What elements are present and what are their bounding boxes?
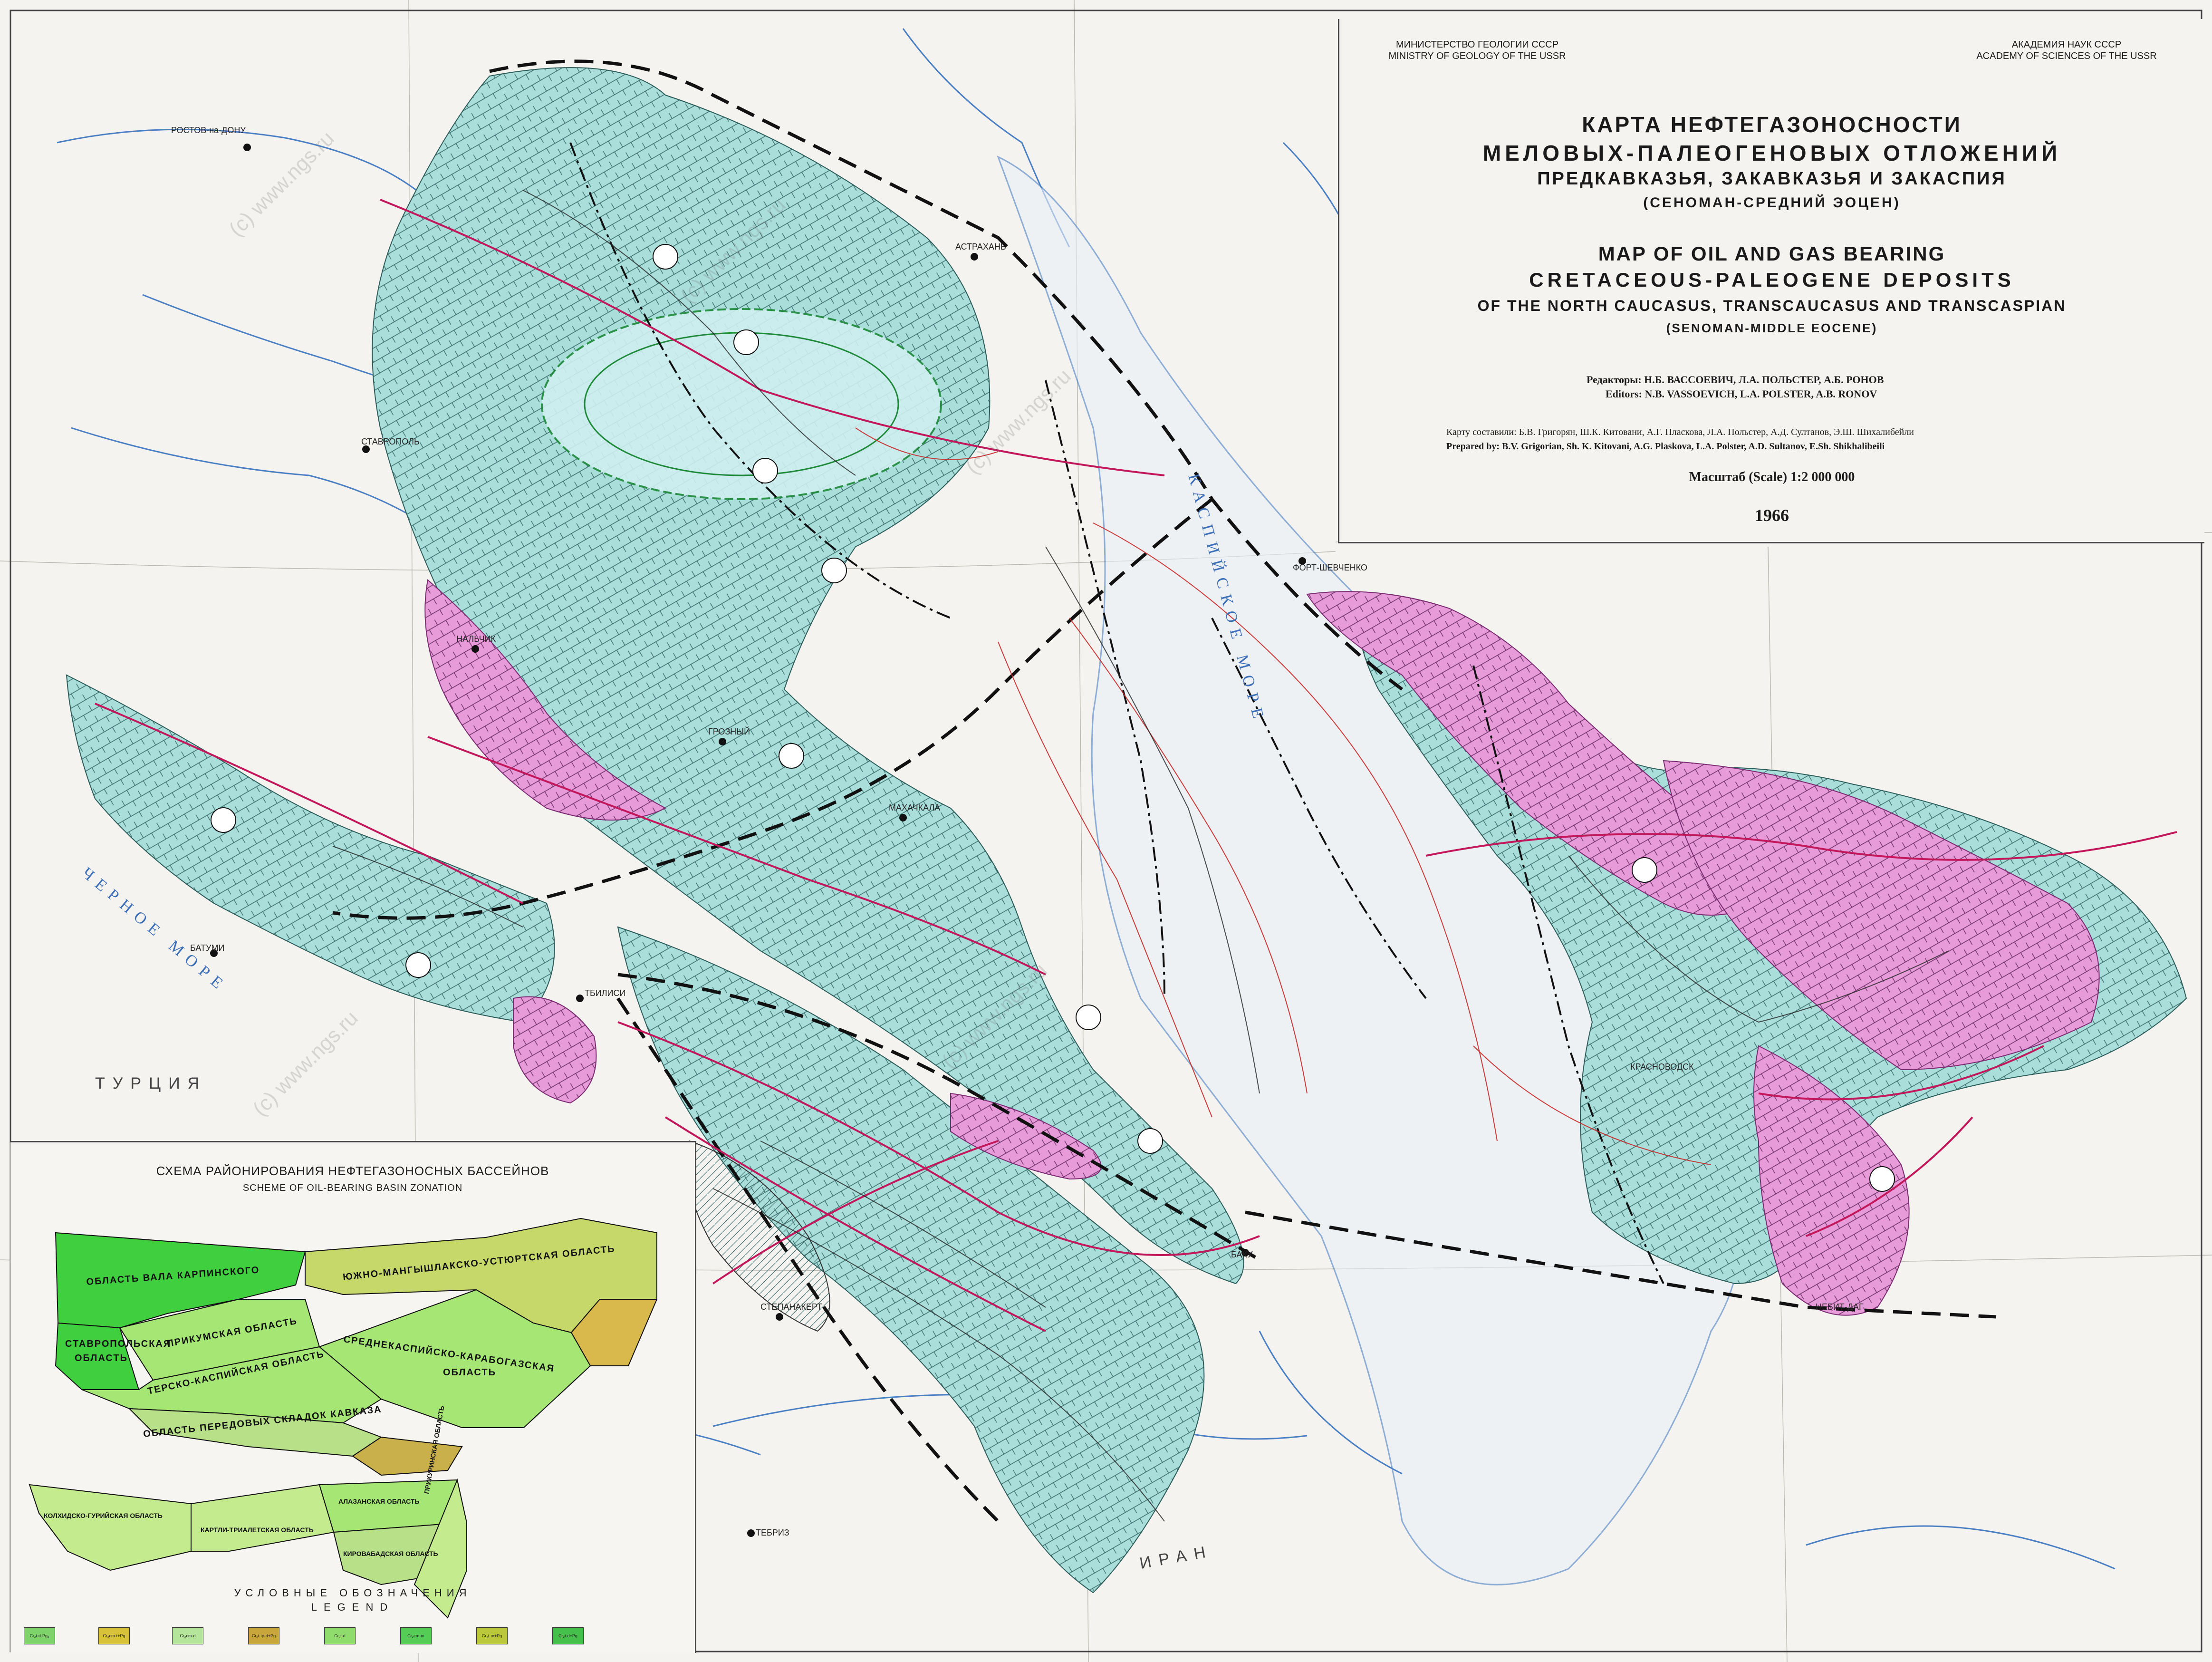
inset-zone-stavropol: СТАВРОПОЛЬСКАЯ xyxy=(65,1339,171,1349)
academy-block: АКАДЕМИЯ НАУК СССР ACADEMY OF SCIENCES O… xyxy=(1957,39,2176,62)
contour-lines-red xyxy=(855,427,1712,1165)
label-rostov: РОСТОВ-на-ДОНУ xyxy=(171,126,246,135)
basin-boundaries xyxy=(332,59,1997,1523)
title-ru-2: МЕЛОВЫХ-ПАЛЕОГЕНОВЫХ ОТЛОЖЕНИЙ xyxy=(1482,141,2061,165)
legend-label-8: Cr₂t-d+Pg xyxy=(558,1633,577,1638)
fault-lines xyxy=(95,199,2177,1332)
place-labels: РОСТОВ-на-ДОНУ АСТРАХАНЬ СТАВРОПОЛЬ НАЛЬ… xyxy=(171,126,1864,1537)
inset-scheme: СХЕМА РАЙОНИРОВАНИЯ НЕФТЕГАЗОНОСНЫХ БАСС… xyxy=(10,1141,696,1653)
ministry-ru: МИНИСТЕРСТВО ГЕОЛОГИИ СССР xyxy=(1395,39,1559,50)
label-iran: ИРАН xyxy=(1138,1542,1214,1573)
legend-item-1: Cr₂t-d-Pg₂ xyxy=(24,1627,55,1644)
label-nalchik: НАЛЬЧИК xyxy=(456,634,496,644)
legend-title-en: LEGEND xyxy=(311,1601,394,1613)
map-frame xyxy=(10,10,2202,1652)
title-en-3: OF THE NORTH CAUCASUS, TRANSCAUCASUS AND… xyxy=(1477,297,2067,314)
zone-prikum xyxy=(119,1299,320,1381)
title-ru-3: ПРЕДКАВКАЗЬЯ, ЗАКАВКАЗЬЯ И ЗАКАСПИЯ xyxy=(1537,169,2007,189)
inset-title-ru: СХЕМА РАЙОНИРОВАНИЯ НЕФТЕГАЗОНОСНЫХ БАСС… xyxy=(156,1164,549,1178)
inset-zone-kartli: КАРТЛИ-ТРИАЛЕТСКАЯ ОБЛАСТЬ xyxy=(201,1526,314,1534)
inset-zone-srednekasp2: ОБЛАСТЬ xyxy=(443,1367,496,1378)
inset-zone-kirovabad: КИРОВАБАДСКАЯ ОБЛАСТЬ xyxy=(343,1550,438,1557)
inset-zone-alazan: АЛАЗАНСКАЯ ОБЛАСТЬ xyxy=(338,1498,420,1505)
zone-kartli xyxy=(191,1484,335,1552)
zone-kolkhida xyxy=(29,1484,192,1571)
legend-label-4: Cr₂t-tp-d+Pg xyxy=(251,1633,276,1638)
legend-title-ru: УСЛОВНЫЕ ОБОЗНАЧЕНИЯ xyxy=(234,1587,471,1599)
label-batumi: БАТУМИ xyxy=(190,943,224,953)
inset-zone-kolkhida: КОЛХИДСКО-ГУРИЙСКАЯ ОБЛАСТЬ xyxy=(44,1511,163,1519)
title-block: МИНИСТЕРСТВО ГЕОЛОГИИ СССР MINISTRY OF G… xyxy=(1338,19,2204,543)
legend-item-8: Cr₂t-d+Pg xyxy=(552,1627,584,1644)
zone-srednekasp xyxy=(318,1289,591,1428)
label-tabriz: ТЕБРИЗ xyxy=(756,1528,789,1537)
inset-title-en: SCHEME OF OIL-BEARING BASIN ZONATION xyxy=(242,1183,463,1193)
legend-label-7: Cr₂t-m+Pg xyxy=(481,1633,502,1638)
label-astrakhan: АСТРАХАНЬ xyxy=(955,242,1006,251)
watermark-1: (с) www.ngs.ru xyxy=(224,127,338,241)
legend-item-4: Cr₂t-tp-d+Pg xyxy=(248,1627,279,1644)
ministry-block: МИНИСТЕРСТВО ГЕОЛОГИИ СССР MINISTRY OF G… xyxy=(1368,39,1587,62)
editors-ru: Редакторы: Н.Б. ВАССОЕВИЧ, Л.А. ПОЛЬСТЕР… xyxy=(1587,374,1884,386)
title-en-2: CRETACEOUS-PALEOGENE DEPOSITS xyxy=(1529,269,2015,291)
legend-item-5: Cr₂t-d xyxy=(324,1627,356,1644)
contour-lines-black xyxy=(332,190,1949,1522)
prepared-ru: Карту составили: Б.В. Григорян, Ш.К. Кит… xyxy=(1446,427,1914,437)
watermark-4: (с) www.ngs.ru xyxy=(248,1006,362,1121)
scale-text: Масштаб (Scale) 1:2 000 000 xyxy=(1689,470,1855,484)
legend-label-1: Cr₂t-d-Pg₂ xyxy=(29,1633,49,1638)
label-stavropol: СТАВРОПОЛЬ xyxy=(361,437,420,446)
label-grozny: ГРОЗНЫЙ xyxy=(708,726,750,736)
editors-en: Editors: N.B. VASSOEVICH, L.A. POLSTER, … xyxy=(1606,388,1877,400)
label-nebitdag: НЕБИТ-ДАГ xyxy=(1816,1302,1864,1312)
legend-item-6: Cr₂cm-m xyxy=(400,1627,432,1644)
ministry-en: MINISTRY OF GEOLOGY OF THE USSR xyxy=(1388,51,1566,61)
zone-prikura xyxy=(414,1478,467,1619)
legend-item-3: Cr₂cm-d xyxy=(172,1627,203,1644)
title-en-1: MAP OF OIL AND GAS BEARING xyxy=(1598,242,1946,265)
legend-label-3: Cr₂cm-d xyxy=(180,1633,196,1638)
prepared-en: Prepared by: B.V. Grigorian, Sh. K. Kito… xyxy=(1446,441,1885,452)
title-ru-4: (СЕНОМАН-СРЕДНИЙ ЭОЦЕН) xyxy=(1643,195,1901,211)
label-fort-shevchenko: ФОРТ-ШЕВЧЕНКО xyxy=(1293,563,1367,572)
legend-item-2: Cr₂cm-t+Pg xyxy=(98,1627,130,1644)
legend-label-6: Cr₂cm-m xyxy=(407,1633,424,1638)
central-depression xyxy=(541,308,942,500)
label-turkey: ТУРЦИЯ xyxy=(95,1074,207,1092)
field-symbols xyxy=(211,244,1895,1192)
legend-label-2: Cr₂cm-t+Pg xyxy=(103,1633,125,1638)
legend-item-7: Cr₂t-m+Pg xyxy=(476,1627,508,1644)
label-makhachkala: МАХАЧКАЛА xyxy=(889,803,940,812)
label-baku: БАКУ xyxy=(1231,1250,1253,1259)
title-ru-1: КАРТА НЕФТЕГАЗОНОСНОСТИ xyxy=(1582,112,1962,137)
inset-map: ОБЛАСТЬ ВАЛА КАРПИНСКОГО СТАВРОПОЛЬСКАЯ … xyxy=(29,1218,658,1619)
title-en-4: (SENOMAN-MIDDLE EOCENE) xyxy=(1666,321,1878,335)
legend-label-5: Cr₂t-d xyxy=(334,1633,346,1638)
crosshatch-zone xyxy=(686,1140,830,1332)
label-stepanakert: СТЕПАНАКЕРТ xyxy=(760,1302,822,1312)
academy-ru: АКАДЕМИЯ НАУК СССР xyxy=(2011,39,2122,50)
label-krasnovodsk: КРАСНОВОДСК xyxy=(1630,1062,1694,1072)
label-tbilisi: ТБИЛИСИ xyxy=(585,988,625,998)
city-markers xyxy=(210,144,1306,1537)
zone-peredovye-yellow xyxy=(352,1436,463,1476)
inset-zone-stavropol2: ОБЛАСТЬ xyxy=(75,1353,128,1363)
year-text: 1966 xyxy=(1755,506,1789,525)
academy-en: ACADEMY OF SCIENCES OF THE USSR xyxy=(1976,51,2157,61)
zone-boundaries xyxy=(569,142,1664,1284)
